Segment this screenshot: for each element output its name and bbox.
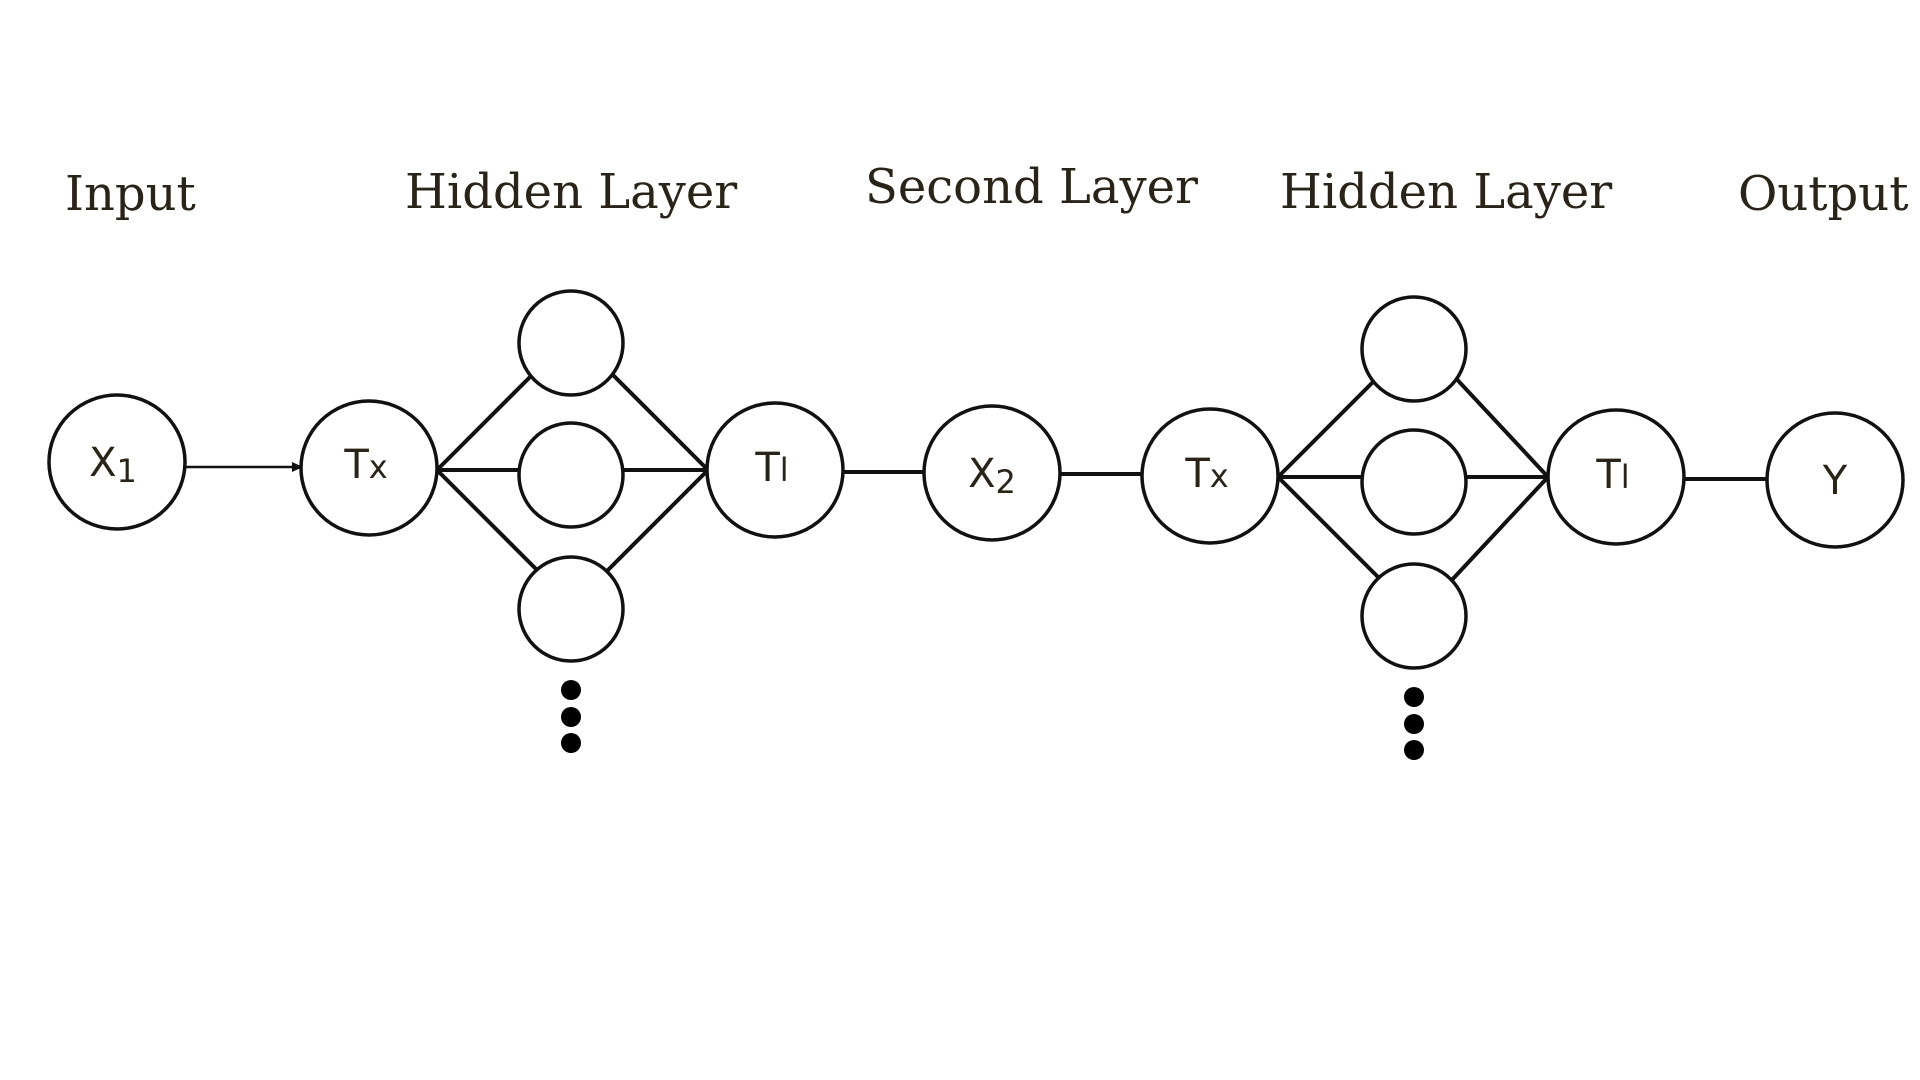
edge-h1-bot-to-tl1 [603, 468, 710, 575]
ellipsis-dot-2c [1404, 740, 1424, 760]
edge-tx2-to-h2-bot [1276, 475, 1385, 584]
hidden-node-1-top [517, 289, 625, 397]
node-y-label: Y [1822, 458, 1848, 504]
node-tl-2 [1546, 408, 1686, 546]
node-tx-1 [299, 399, 439, 537]
hidden-node-2-top [1360, 295, 1468, 403]
column-label-hidden-layer-1: Hidden Layer [405, 164, 737, 220]
node-tx-1-label: Tx [343, 442, 387, 488]
ellipsis-dot-2b [1404, 714, 1424, 734]
node-tl-2-label: Tl [1595, 452, 1629, 498]
node-y [1765, 411, 1905, 549]
node-x2-label: X2 [968, 451, 1016, 501]
hidden-node-2-bottom [1360, 562, 1468, 670]
node-tx-2-label: Tx [1184, 451, 1228, 497]
ellipsis-dot-2a [1404, 687, 1424, 707]
edge-h2-top-to-tl2 [1448, 370, 1550, 479]
ellipsis-dot-1b [561, 707, 581, 727]
edge-h1-top-to-tl1 [603, 365, 710, 472]
edge-tx1-to-h1-top [435, 365, 542, 472]
hidden-node-1-bottom [517, 555, 625, 663]
node-tl-1 [705, 401, 845, 539]
node-x1-label: X1 [89, 440, 137, 490]
ellipsis-dot-1a [561, 680, 581, 700]
node-tl-1-label: Tl [754, 445, 788, 491]
ellipsis-dot-1c [561, 733, 581, 753]
edge-h2-bot-to-tl2 [1448, 475, 1550, 584]
column-label-output: Output [1738, 166, 1908, 222]
column-label-input: Input [65, 166, 196, 222]
node-tx-2 [1140, 407, 1280, 545]
column-label-hidden-layer-2: Hidden Layer [1280, 164, 1612, 220]
column-label-second-layer: Second Layer [865, 159, 1198, 215]
node-x1 [47, 393, 187, 531]
edge-tx2-to-h2-top [1276, 370, 1385, 479]
hidden-node-2-middle [1360, 428, 1468, 536]
node-x2 [922, 404, 1062, 542]
hidden-node-1-middle [517, 421, 625, 529]
edge-tx1-to-h1-bot [435, 468, 542, 575]
